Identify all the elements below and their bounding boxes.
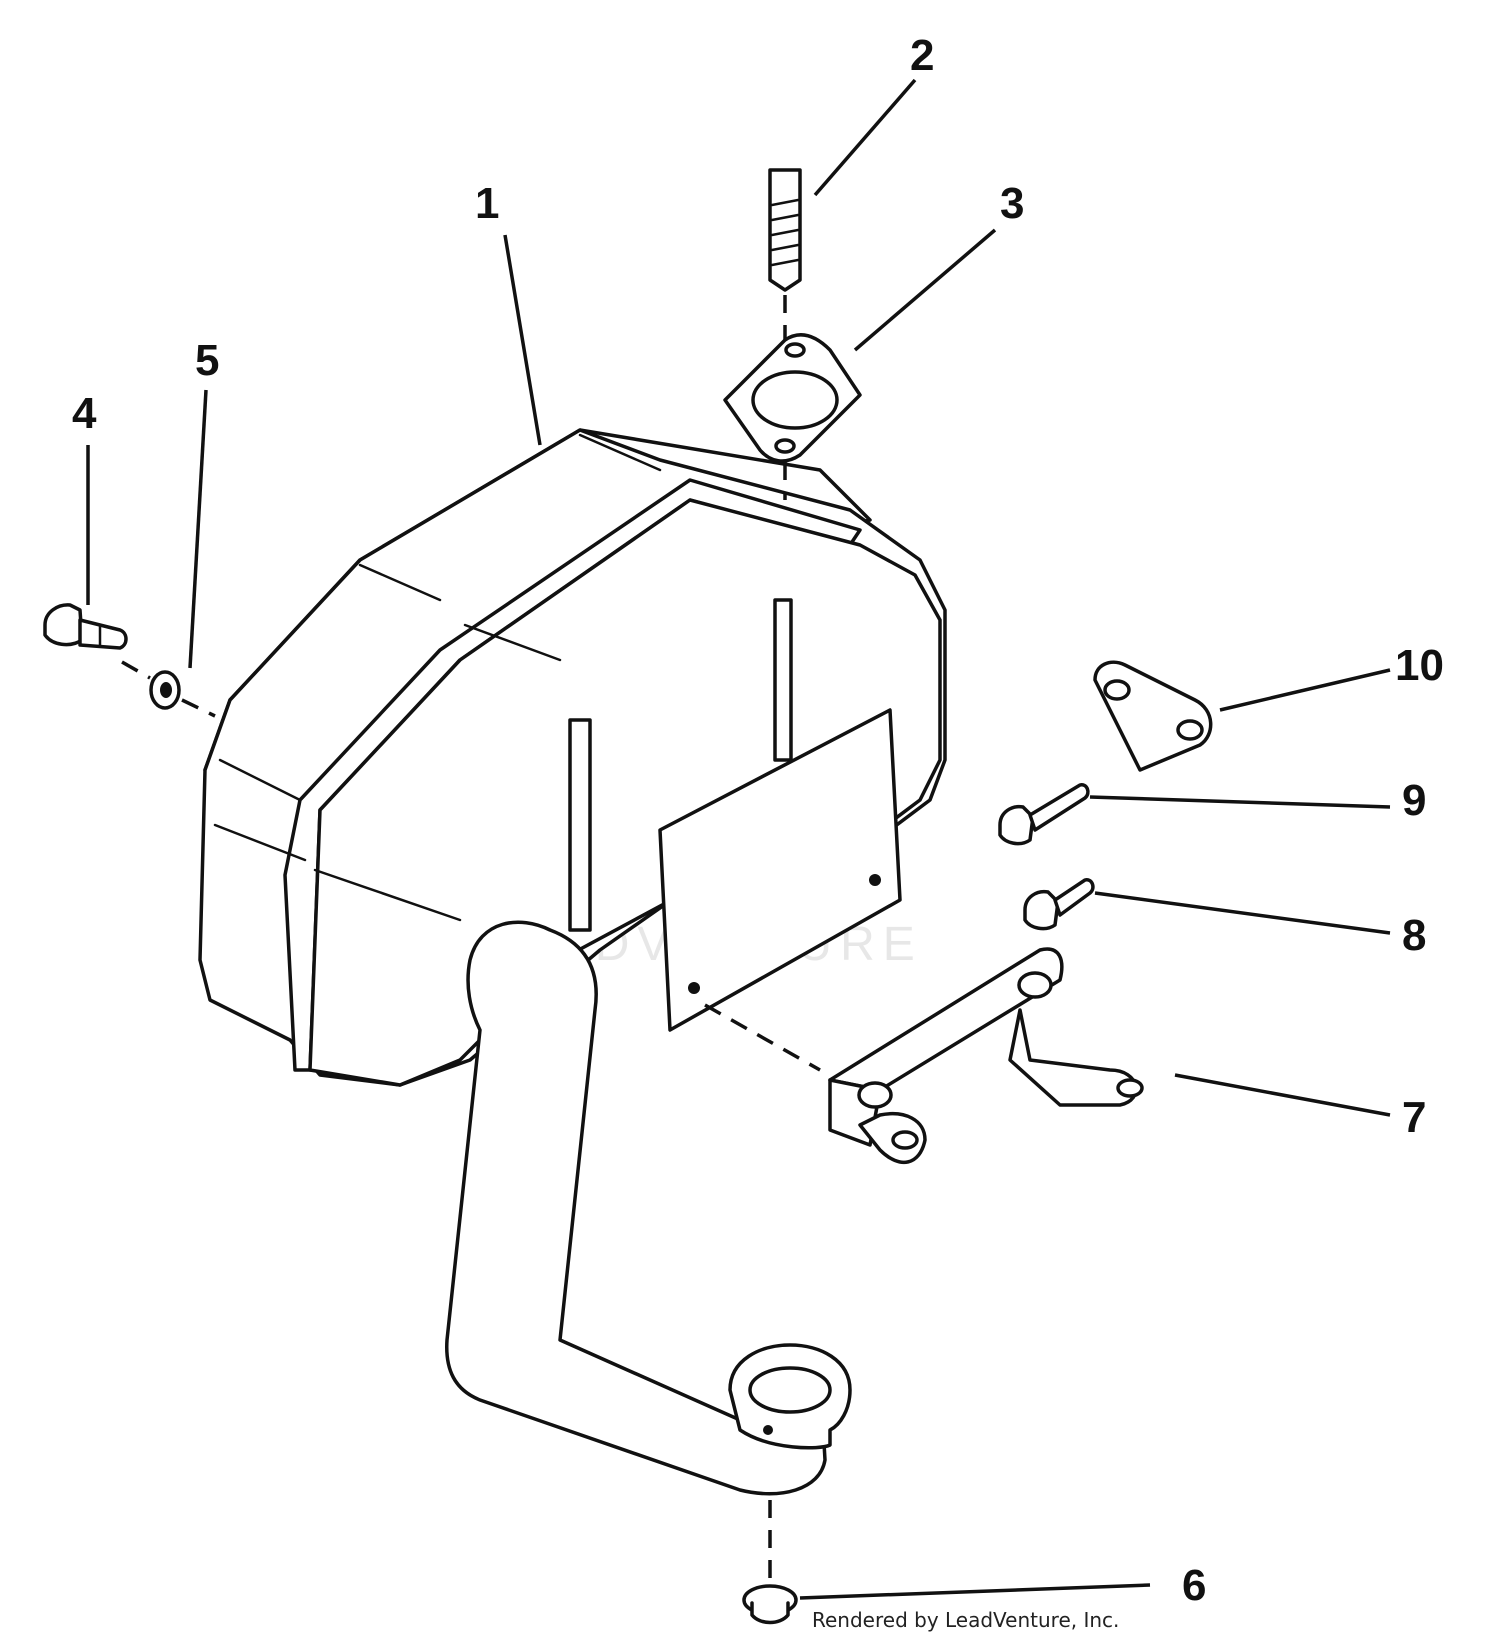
stud [768,168,802,345]
gasket [723,333,862,500]
callout-1: 1 [475,179,499,228]
leader-lines [86,78,1391,1600]
bolt [43,603,128,650]
screw-short [1023,878,1095,931]
credit-text: Rendered by LeadVenture, Inc. [812,1608,1119,1632]
callout-3: 3 [1000,179,1024,228]
callout-4: 4 [72,389,97,438]
bracket [704,947,1144,1165]
callout-5: 5 [195,336,219,385]
callout-labels: 1 2 3 4 5 6 7 8 9 10 [72,31,1444,1610]
screw-long [998,783,1090,846]
callout-10: 10 [1395,641,1444,690]
callout-6: 6 [1182,1561,1206,1610]
callout-9: 9 [1402,776,1426,825]
mounting-plate [1093,660,1213,772]
muffler-body [198,428,947,1496]
drain-plug [742,1500,798,1625]
callout-8: 8 [1402,911,1426,960]
callout-2: 2 [910,31,934,80]
callout-7: 7 [1402,1093,1426,1142]
washer [121,660,216,718]
